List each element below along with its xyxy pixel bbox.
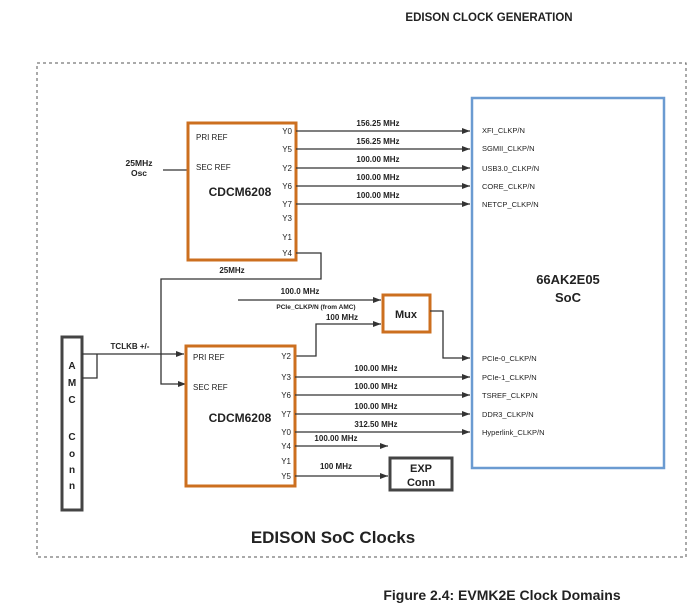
soc-input: DDR3_CLKP/N [482,410,534,419]
freq-label: 100.00 MHz [354,402,397,411]
pin: Y5 [282,145,292,154]
amc-letter: M [68,378,76,389]
amc-letter: n [69,465,75,476]
freq-label: 100.00 MHz [314,434,357,443]
soc-name: 66AK2E05 [536,272,600,287]
soc-input: Hyperlink_CLKP/N [482,428,545,437]
osc-label: 25MHz [126,158,153,168]
freq-label: 100 MHz [320,462,352,471]
amc-conn-block [60,335,84,512]
soc-input: CORE_CLKP/N [482,182,535,191]
amc-conn-label: A M C C o n n [68,361,76,492]
freq-label: 100.00 MHz [356,155,399,164]
freq-label: 100.00 MHz [356,191,399,200]
pin: Y7 [282,200,292,209]
pin: Y4 [281,442,291,451]
soc-input: PCIe-1_CLKP/N [482,373,537,382]
amc-pcie-freq: 100.0 MHz [281,287,320,296]
exp-conn-label: Conn [407,477,435,489]
figure-caption: Figure 2.4: EVMK2E Clock Domains [383,587,620,603]
amc-letter: A [68,361,75,372]
pin: Y7 [281,410,291,419]
pin: Y6 [282,182,292,191]
bottom-pll-pri-ref: PRI REF [193,353,225,362]
amc-letter: n [69,481,75,492]
freq-label: 312.50 MHz [354,420,397,429]
top-pll-outputs: 156.25 MHz 156.25 MHz 100.00 MHz 100.00 … [296,119,470,207]
amc-letter: C [68,432,75,443]
freq-label: 100.00 MHz [354,364,397,373]
osc-label: Osc [131,168,147,178]
pin: Y2 [282,164,292,173]
mux-block [381,293,432,334]
bottom-pll-outputs: 100.00 MHz 100.00 MHz 100.00 MHz 312.50 … [295,364,470,479]
bottom-pll-sec-ref: SEC REF [193,383,228,392]
y4-to-sec-ref-line [160,252,322,387]
soc-input: TSREF_CLKP/N [482,391,538,400]
top-pll-pins: Y0 Y5 Y2 Y6 Y7 Y3 Y1 Y4 [282,127,292,258]
pin: Y3 [282,214,292,223]
pin: Y0 [282,127,292,136]
top-pll-pri-ref: PRI REF [196,133,228,142]
mux-out-line [430,310,470,361]
top-pll-sec-ref: SEC REF [196,163,231,172]
bottom-pll-block [184,344,297,488]
exp-conn-label: EXP [410,463,432,475]
section-title: EDISON SoC Clocks [251,528,415,547]
y2-to-mux-line [295,321,381,357]
pin: Y6 [281,391,291,400]
pin: Y1 [282,233,292,242]
header-title: EDISON CLOCK GENERATION [405,12,572,24]
pin: Y4 [282,249,292,258]
pin: Y1 [281,457,291,466]
tclkb-return-line [82,354,98,379]
amc-pcie-signal: PCIe_CLKP/N (from AMC) [276,304,355,311]
pin: Y5 [281,472,291,481]
soc-clocks-boundary [36,62,687,558]
tclkb-label: TCLKB +/- [111,342,150,351]
top-pll-name: CDCM6208 [209,185,272,199]
pin: Y0 [281,428,291,437]
soc-input: NETCP_CLKP/N [482,200,539,209]
freq-label: 100.00 MHz [356,173,399,182]
exp-conn-block [388,456,454,492]
soc-input: USB3.0_CLKP/N [482,164,539,173]
freq-label: 156.25 MHz [356,137,399,146]
y2-freq-label: 100 MHz [326,313,358,322]
soc-inputs-top: XFI_CLKP/N SGMII_CLKP/N USB3.0_CLKP/N CO… [482,126,539,209]
soc-inputs-bottom: PCIe-0_CLKP/N PCIe-1_CLKP/N TSREF_CLKP/N… [482,354,545,437]
bottom-pll-name: CDCM6208 [209,411,272,425]
soc-input: XFI_CLKP/N [482,126,525,135]
freq-label: 100.00 MHz [354,382,397,391]
y4-freq-label: 25MHz [219,266,244,275]
mux-label: Mux [395,309,418,321]
soc-input: PCIe-0_CLKP/N [482,354,537,363]
bottom-pll-pins: Y2 Y3 Y6 Y7 Y0 Y4 Y1 Y5 [281,352,291,481]
soc-sub: SoC [555,290,582,305]
soc-input: SGMII_CLKP/N [482,144,535,153]
soc-block [470,96,666,470]
pin: Y3 [281,373,291,382]
freq-label: 156.25 MHz [356,119,399,128]
amc-letter: o [69,449,75,460]
top-pll-block [186,121,298,262]
amc-letter: C [68,395,75,406]
pin: Y2 [281,352,291,361]
